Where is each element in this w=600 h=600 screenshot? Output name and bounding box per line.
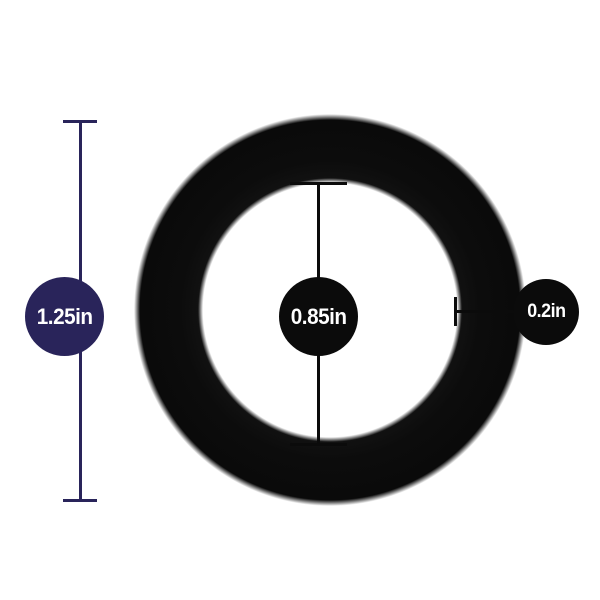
thickness-cap-left (454, 297, 457, 326)
thickness-line (455, 310, 525, 313)
inner-diameter-value: 0.85in (290, 303, 347, 329)
outer-diameter-cap-top (63, 120, 97, 123)
inner-diameter-badge: 0.85in (279, 277, 358, 356)
thickness-value: 0.2in (526, 301, 566, 322)
inner-diameter-cap-top (290, 182, 347, 185)
outer-diameter-badge: 1.25in (25, 277, 104, 356)
outer-diameter-cap-bottom (63, 499, 97, 502)
outer-diameter-value: 1.25in (36, 303, 93, 329)
inner-diameter-cap-bottom (290, 443, 347, 446)
thickness-badge: 0.2in (513, 279, 579, 345)
